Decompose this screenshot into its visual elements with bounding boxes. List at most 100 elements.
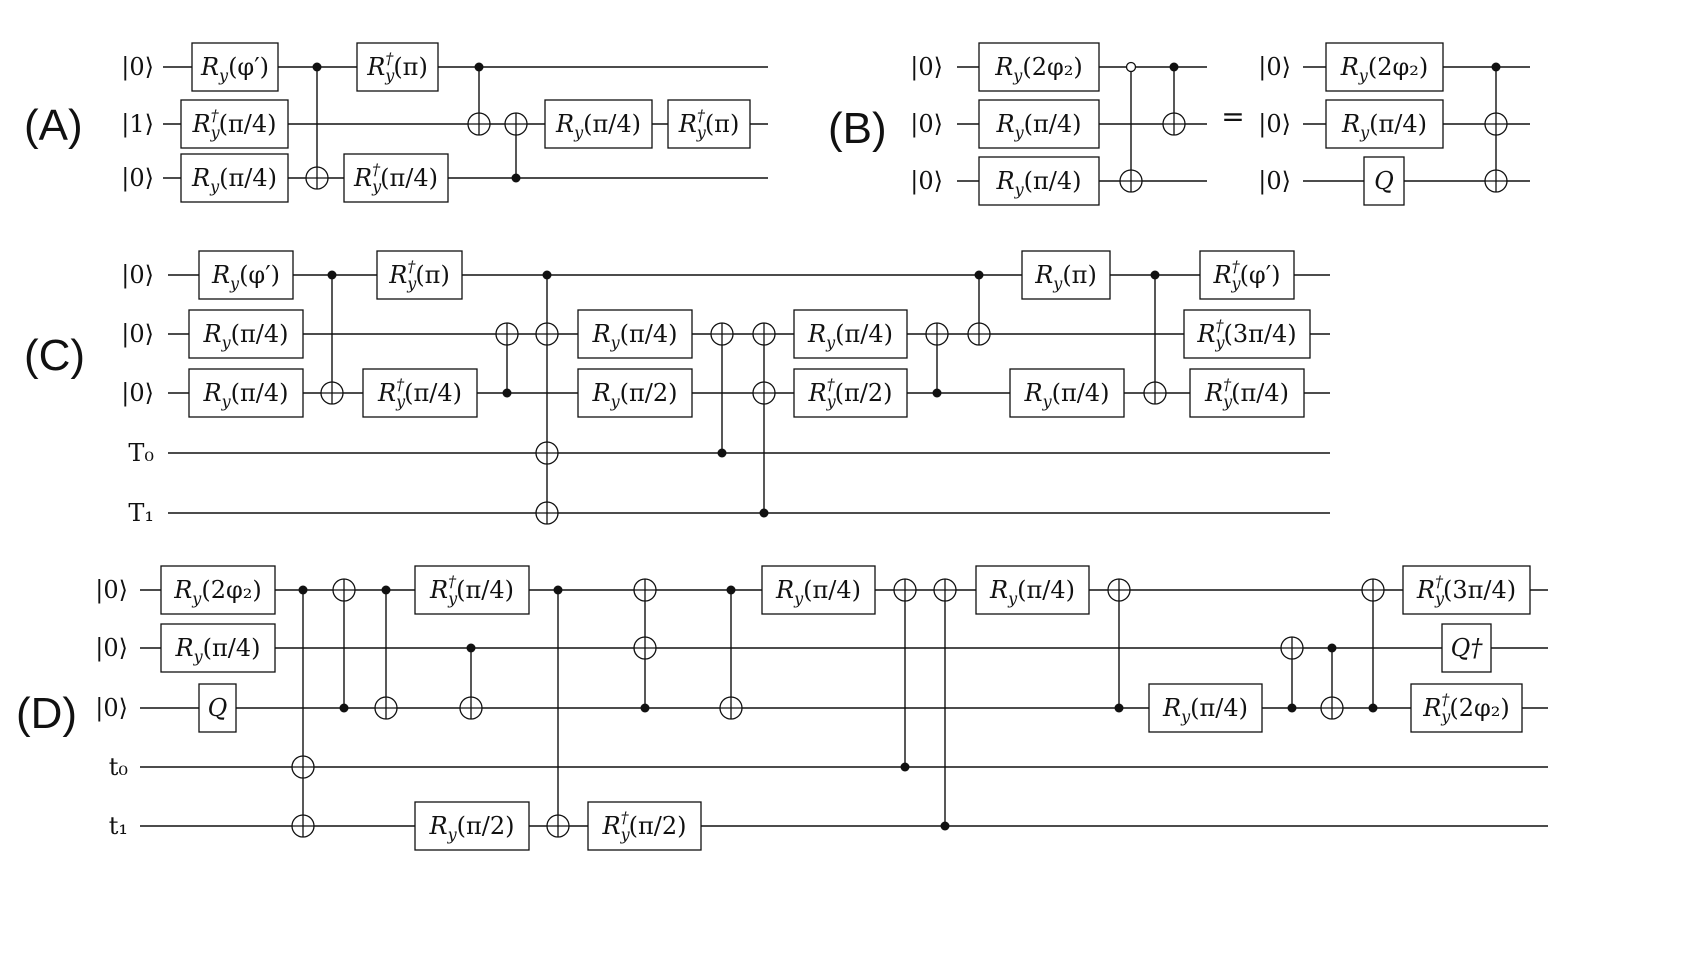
gate: Ry†(π/2) <box>587 801 702 851</box>
svg-text:Ry†(3π/4): Ry†(3π/4) <box>1196 316 1296 352</box>
svg-text:Ry†(π/2): Ry†(π/2) <box>808 375 893 411</box>
cnot-target <box>546 814 570 838</box>
cnot-target <box>1107 578 1131 602</box>
svg-text:Ry(π/4): Ry(π/4) <box>175 634 261 666</box>
gate: Ry†(π) <box>356 42 439 92</box>
gate: Ry(φ′) <box>191 42 279 92</box>
gates-layer: Ry(φ′) Ry†(π/4) Ry(π/4) Ry†(π) Ry†(π/4) Ry(π/… <box>160 42 1531 851</box>
svg-text:Ry†(φ′): Ry†(φ′) <box>1212 257 1280 293</box>
wire-label: |0⟩ <box>121 320 154 349</box>
svg-text:Ry(π/4): Ry(π/4) <box>191 164 277 196</box>
gate: Ry(π/4) <box>978 156 1100 206</box>
control-dot <box>1114 703 1124 713</box>
svg-text:Ry†(π/2): Ry†(π/2) <box>602 808 687 844</box>
svg-text:Ry(π/4): Ry(π/4) <box>996 110 1082 142</box>
svg-text:Ry(2φ₂): Ry(2φ₂) <box>994 53 1083 85</box>
gate: Ry(π/4) <box>160 623 276 673</box>
cnot-target <box>535 322 559 346</box>
svg-text:Ry(2φ₂): Ry(2φ₂) <box>1340 53 1429 85</box>
panel-label: (B) <box>828 104 887 153</box>
wire-label: |1⟩ <box>121 110 154 139</box>
svg-text:Ry†(2φ₂): Ry†(2φ₂) <box>1422 690 1510 726</box>
svg-text:Ry(π/4): Ry(π/4) <box>989 576 1075 608</box>
control-dot <box>1327 643 1337 653</box>
svg-text:Ry(π/4): Ry(π/4) <box>775 576 861 608</box>
svg-text:Ry†(π/4): Ry†(π/4) <box>192 106 277 142</box>
controls-and-targets-layer <box>291 61 1508 838</box>
control-dot <box>327 270 337 280</box>
cnot-target <box>1162 112 1186 136</box>
svg-text:Ry(π/4): Ry(π/4) <box>592 320 678 352</box>
cnot-target <box>495 322 519 346</box>
wire-label: |0⟩ <box>95 576 128 605</box>
gate: Ry†(3π/4) <box>1402 565 1531 615</box>
gate: Ry(π) <box>1021 250 1111 300</box>
cnot-target <box>1119 169 1143 193</box>
gate: Ry(π/4) <box>975 565 1090 615</box>
wire-label: T₀ <box>128 439 154 467</box>
svg-text:Ry†(π): Ry†(π) <box>366 49 428 85</box>
svg-text:Ry(π/4): Ry(π/4) <box>807 320 893 352</box>
wire-label: |0⟩ <box>910 110 943 139</box>
labels-layer: |0⟩|1⟩|0⟩(A)|0⟩|0⟩|0⟩|0⟩|0⟩|0⟩(B)=|0⟩|0⟩… <box>16 53 1291 840</box>
cnot-target <box>374 696 398 720</box>
cnot-target <box>1320 696 1344 720</box>
panel-label: (C) <box>24 331 85 380</box>
gate: Ry(2φ₂) <box>978 42 1100 92</box>
wire-label: |0⟩ <box>95 634 128 663</box>
svg-text:Ry(π/4): Ry(π/4) <box>996 167 1082 199</box>
gate: Ry†(π/2) <box>793 368 908 418</box>
control-dot <box>502 388 512 398</box>
cnot-target <box>1484 112 1508 136</box>
svg-text:Ry†(π): Ry†(π) <box>678 106 740 142</box>
cnot-target <box>1484 169 1508 193</box>
control-dot <box>381 585 391 595</box>
cnot-target <box>459 696 483 720</box>
gate: Ry(π/4) <box>1009 368 1125 418</box>
control-dot <box>553 585 563 595</box>
gate: Ry(2φ₂) <box>1325 42 1444 92</box>
svg-text:Ry(π/4): Ry(π/4) <box>203 379 289 411</box>
cnot-target <box>504 112 528 136</box>
cnot-target <box>305 166 329 190</box>
svg-text:Q: Q <box>208 694 228 722</box>
gate: Ry†(π) <box>667 99 751 149</box>
gate: Ry†(π/4) <box>343 153 449 203</box>
control-dot <box>1368 703 1378 713</box>
cnot-target <box>291 755 315 779</box>
wire-label: |0⟩ <box>1258 53 1291 82</box>
control-dot <box>474 62 484 72</box>
wire-label: |0⟩ <box>121 379 154 408</box>
control-dot <box>542 270 552 280</box>
svg-text:Ry(2φ₂): Ry(2φ₂) <box>173 576 262 608</box>
equals-sign: = <box>1221 100 1244 133</box>
cnot-target <box>925 322 949 346</box>
wire-label: t₁ <box>109 812 128 840</box>
control-dot <box>511 173 521 183</box>
svg-text:Ry(π/4): Ry(π/4) <box>203 320 289 352</box>
control-dot <box>726 585 736 595</box>
open-control-dot <box>1125 61 1137 73</box>
wire-label: t₀ <box>109 753 128 781</box>
cnot-target <box>467 112 491 136</box>
control-dot <box>900 762 910 772</box>
gate: Ry(π/4) <box>978 99 1100 149</box>
svg-text:Ry(π/4): Ry(π/4) <box>1024 379 1110 411</box>
cnot-target <box>1143 381 1167 405</box>
control-dot <box>932 388 942 398</box>
control-dot <box>312 62 322 72</box>
svg-text:Ry(π/2): Ry(π/2) <box>429 812 515 844</box>
cnot-target <box>535 441 559 465</box>
panel-label: (A) <box>24 101 83 150</box>
svg-text:Q†: Q† <box>1451 634 1484 662</box>
control-dot <box>339 703 349 713</box>
cnot-target <box>967 322 991 346</box>
gate: Ry†(2φ₂) <box>1410 683 1523 733</box>
control-dot <box>1491 62 1501 72</box>
svg-text:Ry(π/4): Ry(π/4) <box>1341 110 1427 142</box>
control-dot <box>466 643 476 653</box>
cnot-target <box>535 501 559 525</box>
svg-text:Ry†(π/4): Ry†(π/4) <box>353 160 438 196</box>
svg-text:Ry†(3π/4): Ry†(3π/4) <box>1416 572 1516 608</box>
